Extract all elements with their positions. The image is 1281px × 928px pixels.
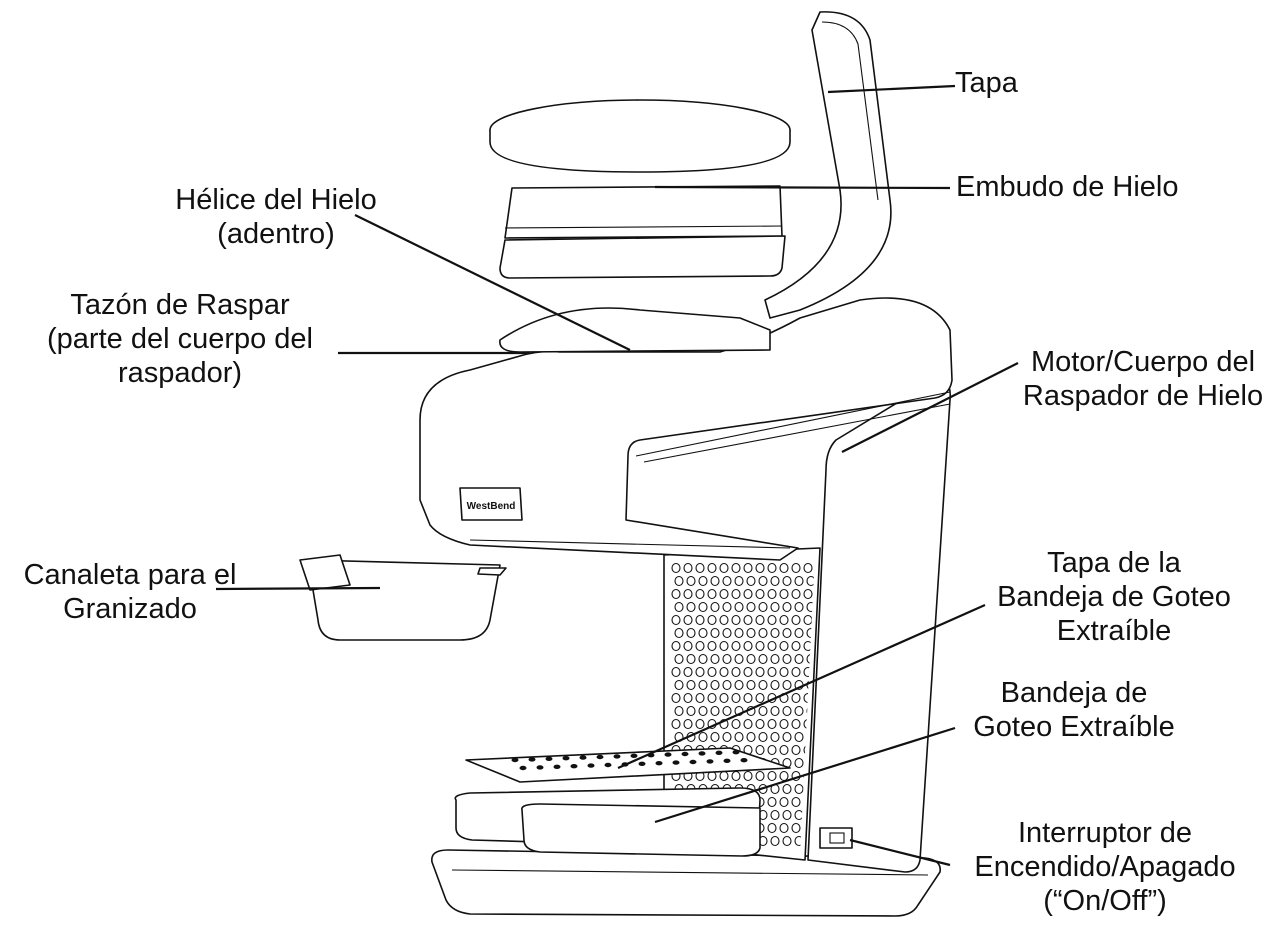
label-tapa: Tapa	[955, 67, 1018, 99]
leader-lines	[215, 84, 1019, 867]
label-canaleta: Canaleta para el Granizado	[23, 559, 237, 625]
drip-tray-lid	[465, 747, 791, 783]
label-interruptor: Interruptor de Encendido/Apagado (“On/Of…	[974, 817, 1236, 917]
drip-tray	[454, 787, 761, 857]
base	[431, 849, 942, 917]
label-tazon-de-raspar: Tazón de Raspar (parte del cuerpo del ra…	[47, 289, 313, 389]
slush-chute	[299, 554, 507, 641]
motor-body	[419, 297, 953, 561]
shaving-bowl	[499, 307, 771, 353]
funnel-top-plate	[489, 99, 791, 173]
label-embudo-de-hielo: Embudo de Hielo	[956, 171, 1179, 203]
brand-badge: WestBend	[467, 501, 516, 512]
power-switch	[819, 827, 853, 849]
label-tapa-bandeja: Tapa de la Bandeja de Goteo Extraíble	[997, 547, 1231, 647]
label-motor-cuerpo: Motor/Cuerpo del Raspador de Hielo	[1022, 346, 1264, 412]
lid	[764, 11, 892, 319]
label-helice-del-hielo: Hélice del Hielo (adentro)	[175, 184, 377, 250]
label-bandeja: Bandeja de Goteo Extraíble	[973, 677, 1175, 743]
ice-funnel	[499, 185, 786, 279]
